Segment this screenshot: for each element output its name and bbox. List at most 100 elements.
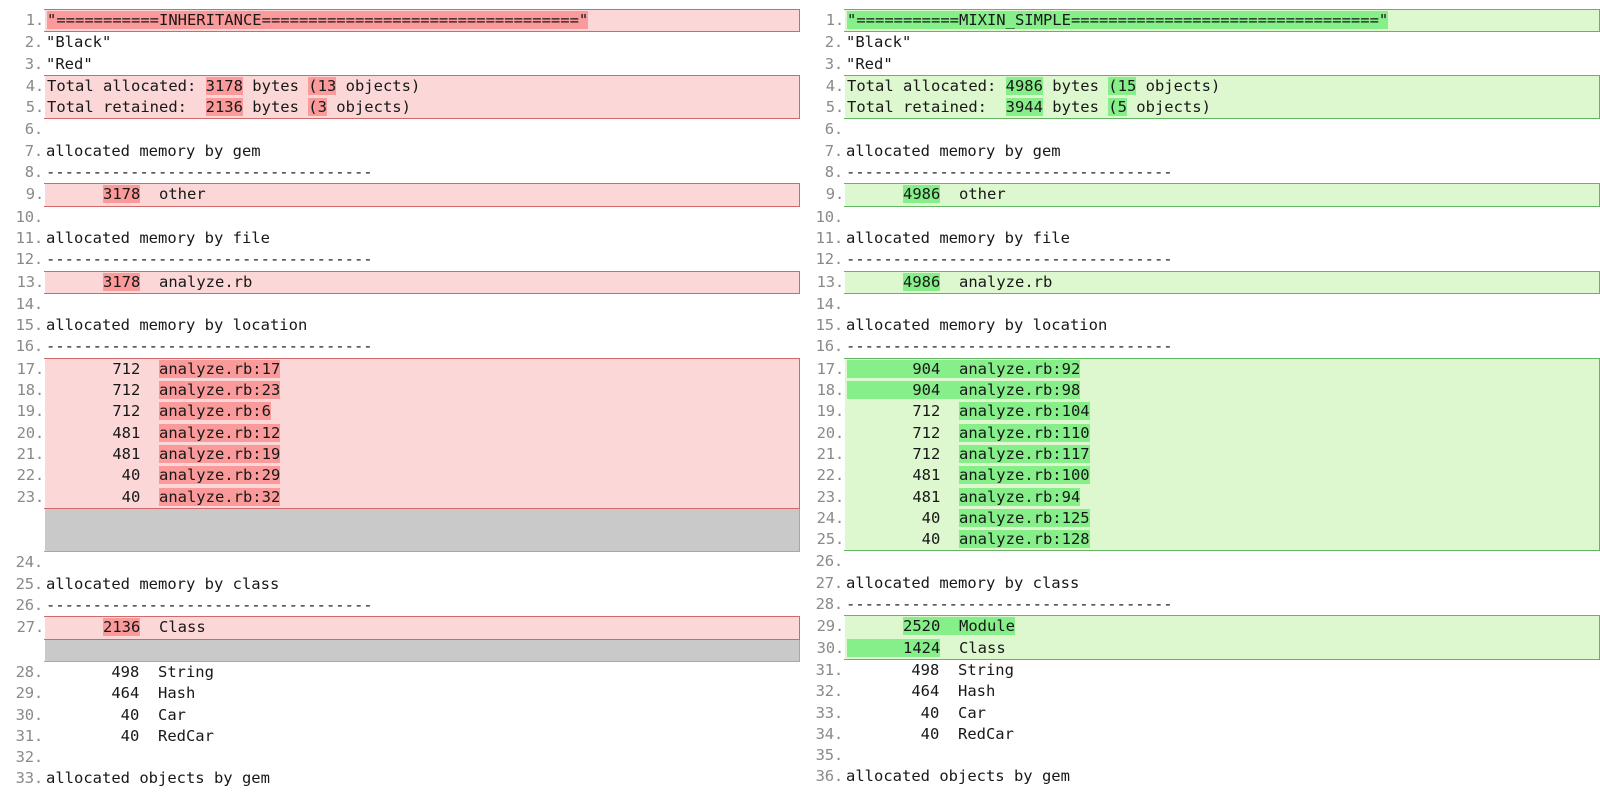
diff-ins-block: 1."===========MIXIN_SIMPLE==============… — [801, 9, 1600, 33]
line-text: allocated memory by class — [46, 574, 280, 593]
changed-token: 3944 — [1005, 98, 1043, 117]
line-text: "Black" — [46, 33, 112, 52]
diff-line-content: allocated memory by file — [844, 228, 1600, 249]
diff-line-content: ----------------------------------- — [844, 162, 1600, 183]
diff-line-content: Total retained: 2136 bytes (3 objects) — [45, 97, 799, 118]
line-text: allocated memory by file — [846, 228, 1070, 247]
diff-ins-block: 9. 4986 other — [801, 183, 1600, 207]
changed-token: 2136 — [103, 618, 141, 637]
line-number: 4. — [1, 75, 45, 98]
line-number: 18. — [801, 380, 845, 402]
line-text: 712 — [847, 444, 959, 463]
diff-line-content: allocated memory by file — [44, 228, 800, 249]
line-number: 21. — [801, 443, 845, 466]
diff-line-content — [44, 119, 800, 140]
diff-line-content: 40 analyze.rb:125 — [845, 508, 1599, 529]
diff-row: 25. 40 analyze.rb:128 — [801, 529, 1599, 551]
diff-row: 26.----------------------------------- — [0, 595, 800, 616]
changed-token: analyze.rb:104 — [958, 402, 1090, 421]
line-number: 33. — [815, 703, 844, 722]
changed-token: (13 — [308, 76, 337, 95]
diff-row: 22. 40 analyze.rb:29 — [1, 465, 799, 487]
changed-token: analyze.rb:17 — [158, 359, 281, 378]
line-number: 16. — [15, 337, 44, 356]
changed-token: analyze.rb:110 — [958, 423, 1090, 442]
diff-line-content: 712 analyze.rb:104 — [845, 401, 1599, 422]
changed-token: analyze.rb:12 — [158, 423, 281, 442]
line-text: 40 RedCar — [46, 726, 214, 745]
line-text: ----------------------------------- — [46, 596, 373, 615]
diff-row: 30. 40 Car — [0, 705, 800, 726]
diff-line-content: "Red" — [44, 54, 800, 75]
diff-row: 4.Total allocated: 4986 bytes (15 object… — [801, 75, 1599, 98]
line-number — [1, 639, 45, 661]
diff-row: 18. 712 analyze.rb:23 — [1, 380, 799, 402]
line-text: Total retained: — [47, 98, 206, 117]
diff-ins-block: 13. 4986 analyze.rb — [801, 270, 1600, 294]
line-text: ----------------------------------- — [46, 250, 373, 269]
diff-row: 28. 498 String — [0, 662, 800, 683]
line-number: 13. — [801, 271, 845, 293]
diff-pane-left[interactable]: 1."===========INHERITANCE===============… — [0, 0, 800, 798]
diff-line-content: 40 analyze.rb:32 — [45, 487, 799, 508]
line-text: 464 Hash — [846, 682, 996, 701]
diff-row: 10. — [800, 207, 1600, 228]
line-number: 36. — [815, 767, 844, 786]
changed-token: 4986 — [1005, 76, 1043, 95]
changed-token: (5 — [1108, 98, 1127, 117]
line-number — [1, 508, 45, 531]
diff-row: 2."Black" — [800, 32, 1600, 53]
diff-row: 5.Total retained: 2136 bytes (3 objects) — [1, 97, 799, 119]
line-text: allocated memory by gem — [46, 141, 261, 160]
line-text: ----------------------------------- — [846, 595, 1173, 614]
diff-line-content: 3178 other — [45, 184, 799, 205]
diff-row: 9. 4986 other — [801, 184, 1599, 206]
line-number: 32. — [15, 748, 44, 767]
diff-row: 31. 498 String — [800, 660, 1600, 681]
diff-row: 21. 712 analyze.rb:117 — [801, 443, 1599, 466]
diff-line-content: 464 Hash — [844, 681, 1600, 702]
diff-row: 11.allocated memory by file — [0, 228, 800, 249]
diff-del-block: 1."===========INHERITANCE===============… — [1, 9, 800, 33]
line-number: 28. — [815, 595, 844, 614]
diff-line-content: "Black" — [844, 32, 1600, 53]
diff-row: 16.----------------------------------- — [800, 336, 1600, 357]
diff-line-content: Total allocated: 4986 bytes (15 objects) — [845, 76, 1599, 97]
line-number: 6. — [24, 120, 43, 139]
diff-line-content: 2136 Class — [45, 617, 799, 638]
line-number: 9. — [801, 184, 845, 206]
line-number: 8. — [24, 163, 43, 182]
line-text: 481 — [847, 466, 959, 485]
diff-line-content: 481 analyze.rb:94 — [845, 487, 1599, 508]
line-text: allocated memory by location — [846, 316, 1108, 335]
diff-row: 27.allocated memory by class — [800, 573, 1600, 594]
diff-line-content: 40 analyze.rb:128 — [845, 529, 1599, 550]
line-text: 712 — [847, 402, 959, 421]
diff-line-content — [44, 552, 800, 573]
line-number: 14. — [15, 294, 44, 313]
line-text: bytes — [242, 98, 309, 117]
diff-line-content: 2520 Module — [845, 616, 1599, 637]
line-text: bytes — [1042, 76, 1109, 95]
line-number: 29. — [15, 684, 44, 703]
changed-token: analyze.rb:128 — [958, 530, 1090, 549]
line-text: 40 — [847, 530, 959, 549]
diff-row: 12.----------------------------------- — [0, 249, 800, 270]
line-text: objects) — [1136, 76, 1221, 95]
diff-pane-right-content: 1."===========MIXIN_SIMPLE==============… — [800, 9, 1600, 788]
diff-row: 5.Total retained: 3944 bytes (5 objects) — [801, 97, 1599, 119]
diff-line-content: ----------------------------------- — [844, 336, 1600, 357]
diff-row: 7.allocated memory by gem — [800, 141, 1600, 162]
diff-line-content: 712 analyze.rb:110 — [845, 423, 1599, 444]
line-text: ----------------------------------- — [846, 337, 1173, 356]
diff-line-content: 904 analyze.rb:92 — [845, 359, 1599, 380]
changed-token: (15 — [1108, 76, 1137, 95]
line-number: 14. — [815, 294, 844, 313]
changed-token: (3 — [308, 98, 327, 117]
diff-row: 22. 481 analyze.rb:100 — [801, 465, 1599, 487]
diff-pane-right[interactable]: 1."===========MIXIN_SIMPLE==============… — [800, 0, 1600, 798]
diff-row: 14. — [800, 294, 1600, 315]
diff-line-content: 481 analyze.rb:100 — [845, 465, 1599, 486]
diff-line-content — [45, 509, 799, 530]
